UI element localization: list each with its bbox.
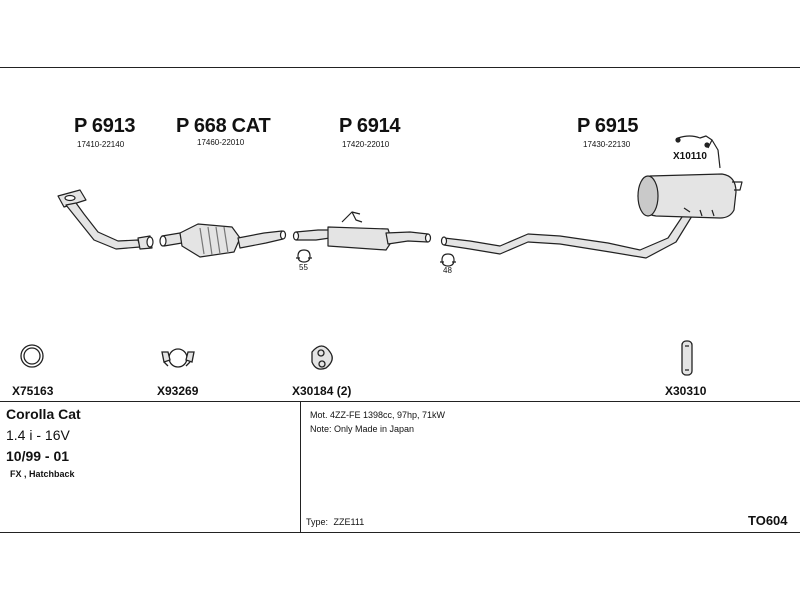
- hanger-x10110-drawing: [675, 135, 721, 169]
- clamp-48-drawing: [440, 253, 456, 267]
- accessory-code-clamp: X93269: [157, 384, 199, 398]
- accessory-code-ring: X75163: [12, 384, 54, 398]
- info-panel-column-divider: [300, 401, 301, 533]
- accessory-code-mount: X30184 (2): [292, 384, 352, 398]
- gasket-ring-icon: [20, 344, 44, 368]
- rubber-mount-icon: [311, 345, 333, 370]
- part-code-catalyst: P 668 CAT: [176, 115, 271, 137]
- type-value: ZZE111: [333, 517, 365, 527]
- part-code-rear-silencer: P 6915: [577, 115, 639, 137]
- motor-spec: Mot. 4ZZ-FE 1398cc, 97hp, 71kW: [310, 410, 446, 420]
- vehicle-engine: 1.4 i - 16V: [6, 427, 70, 443]
- clamp-55-drawing: [296, 249, 312, 263]
- rear-silencer-drawing: [440, 173, 743, 259]
- type-label: Type:: [306, 517, 329, 527]
- info-panel-divider: [0, 401, 800, 402]
- accessory-code-strip: X30310: [665, 384, 707, 398]
- vehicle-body: FX , Hatchback: [10, 469, 75, 479]
- diagram-code: TO604: [748, 513, 788, 528]
- type-row: Type: ZZE111: [306, 517, 364, 527]
- oem-number-front-pipe: 17410-22140: [77, 140, 125, 149]
- vehicle-years: 10/99 - 01: [6, 448, 70, 464]
- catalyst-drawing: [159, 223, 287, 258]
- part-code-middle-silencer: P 6914: [339, 115, 401, 137]
- hanger-label: X10110: [673, 151, 707, 162]
- part-code-front-pipe: P 6913: [74, 115, 136, 137]
- hanger-strip-icon: [681, 340, 693, 376]
- clamp-icon: [161, 348, 195, 368]
- oem-number-rear-silencer: 17430-22130: [583, 140, 631, 149]
- middle-silencer-drawing: [292, 211, 432, 251]
- oem-number-middle-silencer: 17420-22010: [342, 140, 390, 149]
- oem-number-catalyst: 17460-22010: [197, 138, 245, 147]
- front-pipe-drawing: [57, 189, 154, 250]
- clamp-size-front: 55: [299, 263, 308, 272]
- production-note: Note: Only Made in Japan: [310, 424, 415, 434]
- vehicle-model: Corolla Cat: [6, 406, 81, 422]
- clamp-size-rear: 48: [443, 266, 452, 275]
- diagram-sheet: [0, 67, 800, 533]
